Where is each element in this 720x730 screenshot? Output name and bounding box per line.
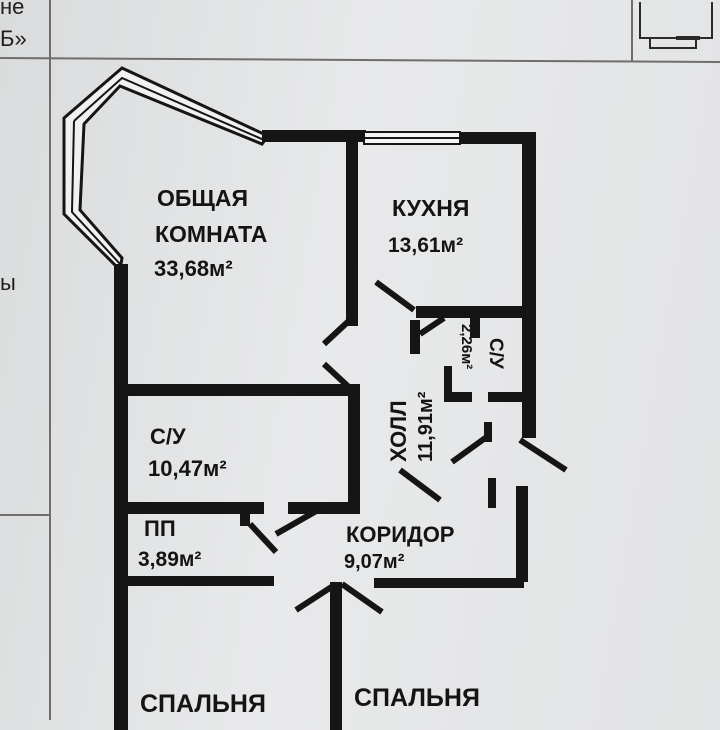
margin-fragment: ы [0, 270, 16, 295]
living-room-name-1: ОБЩАЯ [157, 185, 248, 211]
living-room-area: 33,68м² [154, 256, 233, 281]
large-bath-name: С/У [150, 424, 186, 449]
kitchen-name: КУХНЯ [392, 195, 469, 221]
header-fragment-top: не [0, 0, 25, 19]
top-window [363, 131, 461, 145]
small-bath-name: С/У [485, 338, 506, 369]
walls [114, 130, 536, 730]
room-labels: ОБЩАЯ КОМНАТА 33,68м² КУХНЯ 13,61м² С/У … [138, 185, 506, 718]
living-room-name-2: КОМНАТА [155, 221, 267, 247]
bedroom-right-name: СПАЛЬНЯ [354, 684, 480, 712]
large-bath-area: 10,47м² [148, 456, 227, 481]
hall-name: ХОЛЛ [386, 400, 411, 462]
bedroom-left-name: СПАЛЬНЯ [140, 690, 266, 718]
bay-window-inner-line [70, 76, 265, 265]
header-bottom-line [0, 57, 720, 63]
header-fragment-bottom: Б» [0, 26, 27, 51]
pantry-name: ПП [144, 516, 176, 541]
small-bath-area: 2,26м² [458, 324, 475, 369]
house-icon [639, 2, 713, 49]
pantry-area: 3,89м² [138, 548, 201, 571]
door-swings [247, 279, 568, 615]
kitchen-area: 13,61м² [388, 234, 463, 257]
corridor-name: КОРИДОР [346, 522, 455, 547]
hall-area: 11,91м² [415, 391, 437, 462]
corridor-area: 9,07м² [344, 551, 405, 573]
